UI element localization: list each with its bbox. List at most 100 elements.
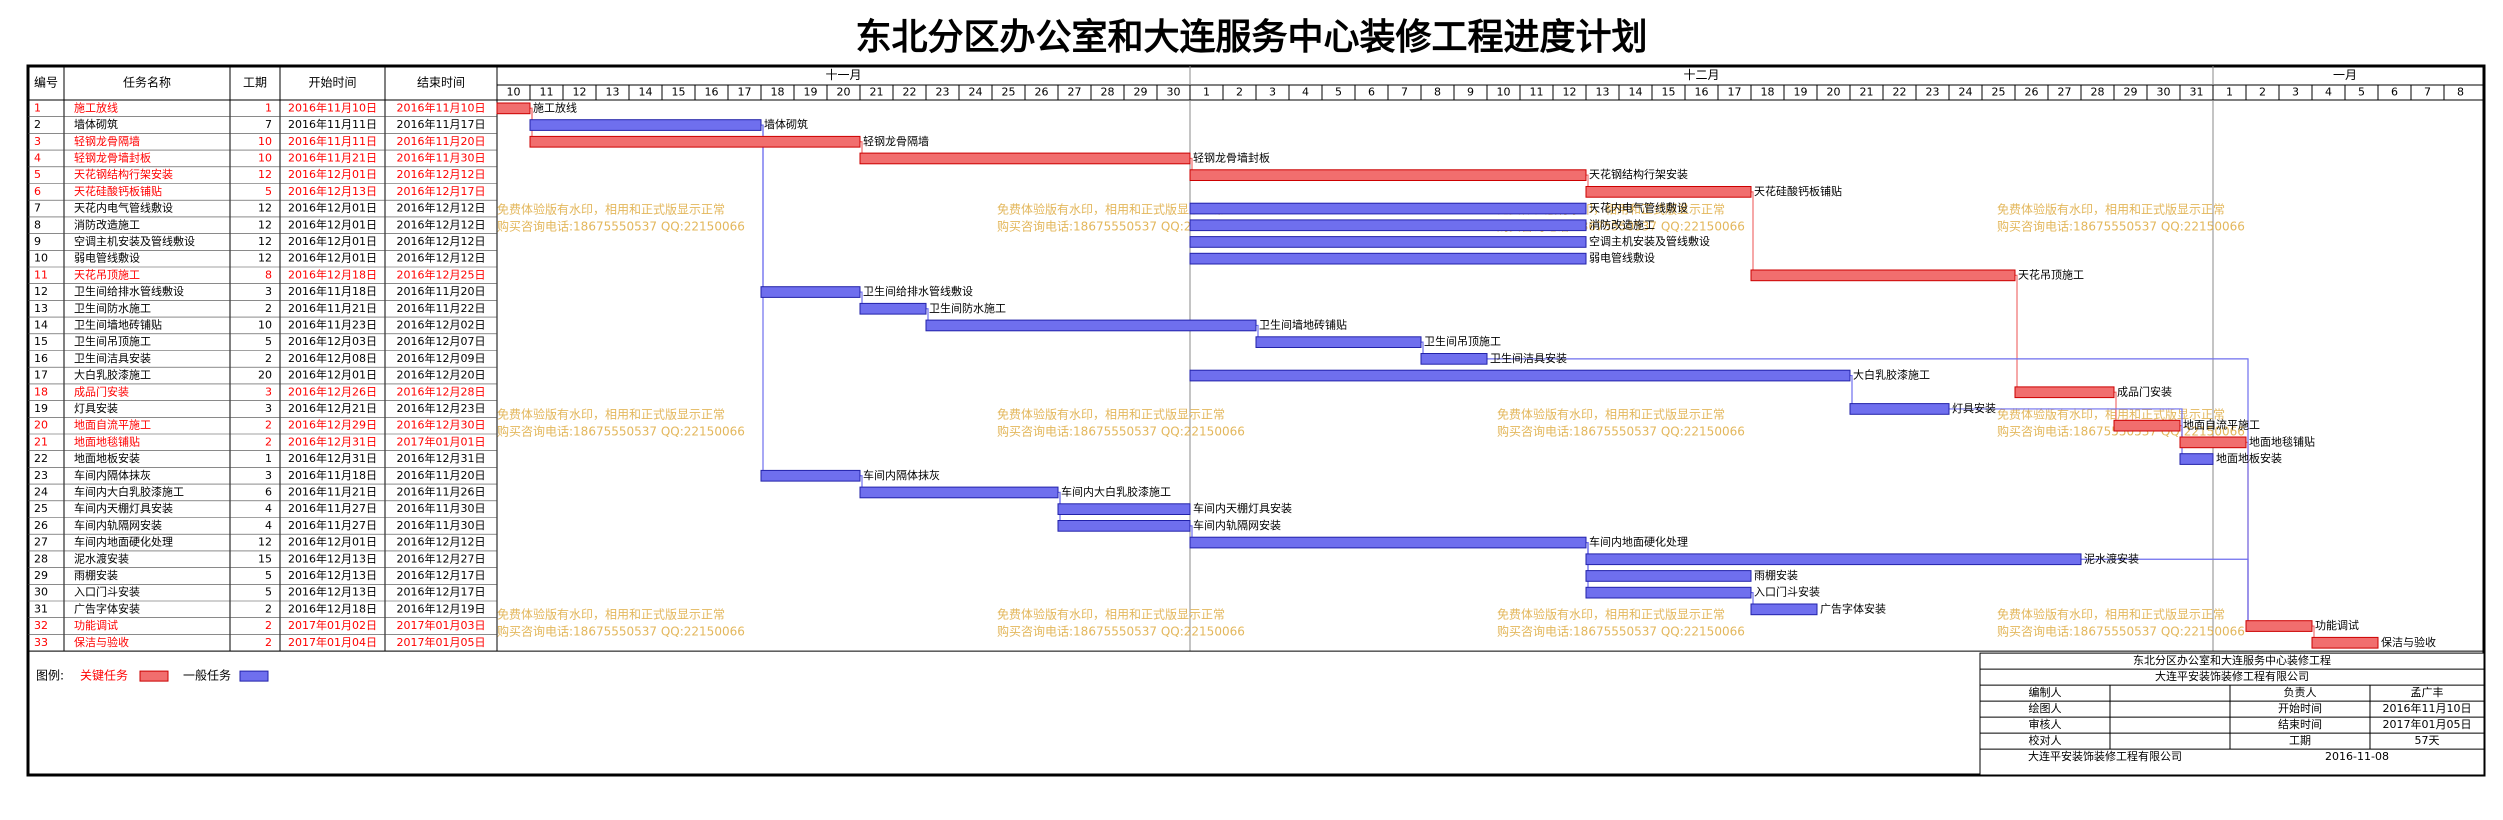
task-name: 地面地板安装 — [74, 451, 140, 465]
task-start: 2016年12月13日 — [288, 184, 377, 198]
task-end: 2016年12月12日 — [397, 167, 486, 181]
task-id: 19 — [34, 402, 48, 415]
task-end: 2016年12月02日 — [397, 317, 486, 331]
task-start: 2016年12月01日 — [288, 251, 377, 265]
task-duration: 5 — [265, 586, 272, 599]
day-label: 25 — [1992, 86, 2006, 99]
task-id: 9 — [34, 235, 41, 248]
task-start: 2016年12月13日 — [288, 568, 377, 582]
dependency-line — [1256, 324, 1259, 338]
task-start: 2016年12月01日 — [288, 368, 377, 382]
column-header: 工期 — [243, 76, 267, 90]
task-start: 2016年11月21日 — [288, 484, 377, 498]
task-bar — [859, 486, 1059, 499]
day-label: 5 — [2358, 86, 2365, 99]
task-id: 14 — [34, 318, 48, 331]
task-id: 11 — [34, 268, 48, 281]
info-cell: 2017年01月05日 — [2383, 717, 2472, 731]
watermark-text: 免费体验版有水印，相用和正式版显示正常 — [497, 202, 725, 217]
day-label: 4 — [2325, 86, 2332, 99]
task-bar — [2179, 436, 2247, 449]
task-id: 24 — [34, 485, 48, 498]
task-id: 32 — [34, 619, 48, 632]
watermark-text: 购买咨询电话:18675550537 QQ:22150066 — [1997, 219, 2245, 234]
task-end: 2017年01月01日 — [397, 434, 486, 448]
day-label: 30 — [1167, 86, 1181, 99]
task-duration: 7 — [265, 118, 272, 131]
task-id: 17 — [34, 369, 48, 382]
dependency-line — [860, 291, 863, 304]
task-id: 13 — [34, 302, 48, 315]
day-label: 7 — [1401, 86, 1408, 99]
watermark-text: 免费体验版有水印，相用和正式版显示正常 — [1997, 607, 2225, 622]
info-box — [1979, 652, 2485, 776]
task-bar — [1585, 570, 1752, 582]
task-start: 2017年01月02日 — [288, 618, 377, 632]
task-end: 2016年12月28日 — [397, 384, 486, 398]
task-duration: 4 — [265, 519, 272, 532]
task-start: 2017年01月04日 — [288, 635, 377, 649]
watermark-text: 免费体验版有水印，相用和正式版显示正常 — [1497, 407, 1725, 422]
day-label: 18 — [1761, 86, 1775, 99]
day-label: 9 — [1467, 86, 1474, 99]
task-start: 2016年11月23日 — [288, 317, 377, 331]
legend-title: 图例: — [36, 669, 64, 683]
task-start: 2016年12月18日 — [288, 267, 377, 281]
task-bar — [1585, 186, 1752, 198]
dependency-line — [2312, 625, 2315, 638]
task-bar-label: 保洁与验收 — [2381, 635, 2436, 649]
task-end: 2016年12月19日 — [397, 601, 486, 615]
task-end: 2016年12月31日 — [397, 451, 486, 465]
task-bar-label: 功能调试 — [2315, 618, 2359, 632]
task-id: 10 — [34, 252, 48, 265]
task-bar-label: 卫生间墙地砖铺贴 — [1259, 317, 1347, 331]
task-id: 20 — [34, 419, 48, 432]
task-duration: 12 — [258, 252, 272, 265]
task-start: 2016年11月18日 — [288, 468, 377, 482]
task-name: 车间内天棚灯具安装 — [74, 501, 173, 515]
task-duration: 6 — [265, 485, 272, 498]
task-duration: 2 — [265, 302, 272, 315]
task-start: 2016年11月21日 — [288, 301, 377, 315]
task-name: 卫生间防水施工 — [74, 301, 151, 315]
day-label: 28 — [1101, 86, 1115, 99]
dependency-line — [1421, 341, 1424, 354]
info-footer-date: 2016-11-08 — [2325, 750, 2389, 763]
day-label: 8 — [1434, 86, 1441, 99]
task-end: 2016年12月30日 — [397, 418, 486, 432]
column-header: 开始时间 — [308, 76, 356, 90]
task-bar — [1189, 219, 1587, 232]
task-bar-label: 车间内大白乳胶漆施工 — [1061, 484, 1171, 498]
task-bar-label: 车间内地面硬化处理 — [1589, 535, 1688, 549]
day-label: 6 — [2391, 86, 2398, 99]
task-bar-label: 空调主机安装及管线敷设 — [1589, 234, 1710, 248]
task-start: 2016年12月01日 — [288, 201, 377, 215]
info-cell: 绘图人 — [2029, 701, 2062, 715]
task-id: 1 — [34, 101, 41, 114]
task-start: 2016年11月18日 — [288, 284, 377, 298]
task-start: 2016年12月01日 — [288, 217, 377, 231]
task-bar-label: 轻钢龙骨隔墙 — [863, 134, 929, 148]
task-id: 22 — [34, 452, 48, 465]
watermark-text: 免费体验版有水印，相用和正式版显示正常 — [997, 607, 1225, 622]
watermark-text: 购买咨询电话:18675550537 QQ:22150066 — [1497, 424, 1745, 439]
day-label: 31 — [2190, 86, 2204, 99]
dependency-line — [761, 124, 764, 471]
day-label: 13 — [606, 86, 620, 99]
task-name: 车间内地面硬化处理 — [74, 535, 173, 549]
info-cell: 开始时间 — [2278, 701, 2322, 715]
day-label: 27 — [2058, 86, 2072, 99]
task-id: 18 — [34, 385, 48, 398]
day-label: 3 — [1269, 86, 1276, 99]
info-cell: 校对人 — [2029, 733, 2062, 747]
day-label: 11 — [1530, 86, 1544, 99]
task-end: 2016年12月17日 — [397, 585, 486, 599]
watermark-text: 免费体验版有水印，相用和正式版显示正常 — [497, 407, 725, 422]
task-bar — [1849, 403, 1950, 415]
day-label: 12 — [573, 86, 587, 99]
task-bar-label: 地面地板安装 — [2216, 451, 2282, 465]
task-bar — [1585, 586, 1752, 599]
task-id: 6 — [34, 185, 41, 198]
task-bar-label: 大白乳胶漆施工 — [1853, 368, 1930, 382]
